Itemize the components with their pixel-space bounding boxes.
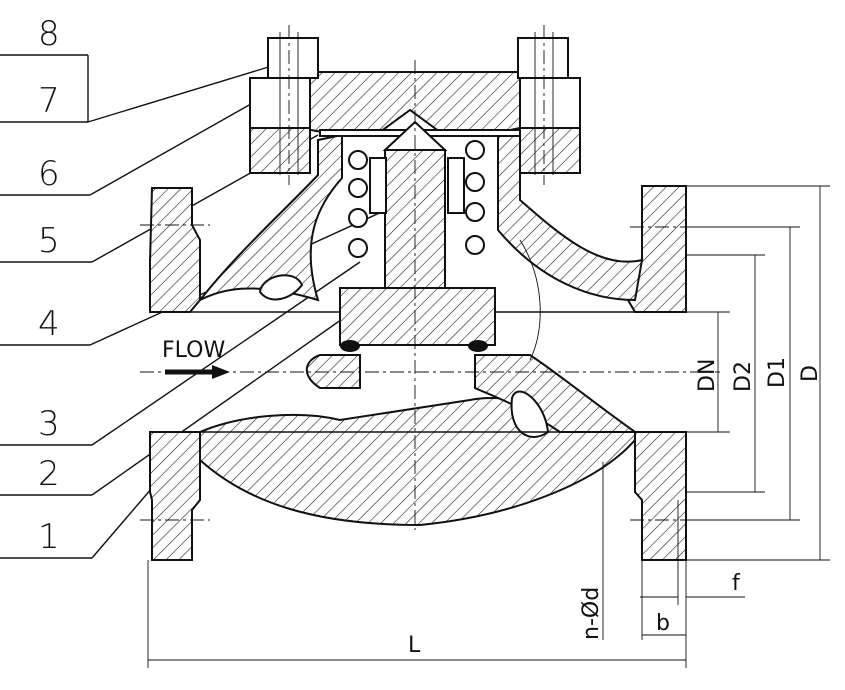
flow-label: FLOW: [162, 338, 225, 363]
disc-swing-arc: [519, 239, 541, 361]
callout-8: 8: [38, 14, 60, 54]
valve-body: [149, 133, 687, 561]
callout-1: 1: [38, 517, 60, 557]
bolt-left: [249, 32, 319, 175]
callout-6: 6: [38, 154, 60, 194]
callout-4: 4: [38, 304, 60, 344]
dim-b-label: b: [656, 611, 670, 636]
dim-d-label: D: [798, 365, 823, 382]
dim-dn-label: DN: [695, 359, 720, 392]
callout-5: 5: [38, 221, 60, 261]
dimension-lines: [147, 185, 830, 668]
flow-arrow: [165, 365, 230, 379]
dim-l-label: L: [408, 633, 421, 658]
disc-assembly: [339, 120, 496, 352]
dim-d2-label: D2: [731, 361, 756, 392]
dim-f-label: f: [732, 571, 741, 596]
callout-leaders: [0, 54, 387, 559]
bolt-right: [517, 32, 581, 175]
callout-3: 3: [38, 404, 60, 444]
dim-d1-label: D1: [765, 357, 790, 388]
dim-nd-label: n-Ød: [579, 587, 604, 640]
callout-7: 7: [38, 81, 60, 121]
callout-2: 2: [38, 454, 60, 494]
